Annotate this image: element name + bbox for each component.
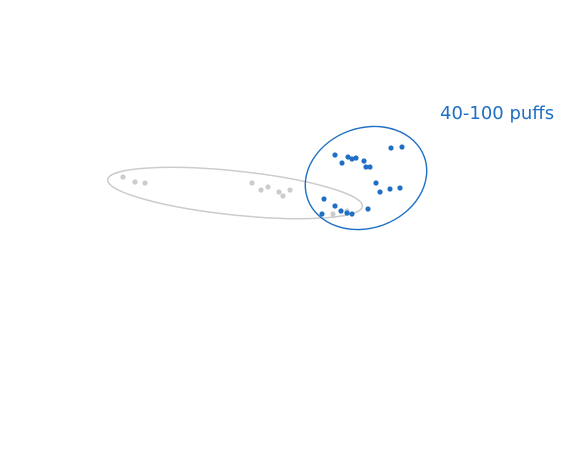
series-1-point-1 <box>120 174 126 180</box>
cluster-outlines <box>106 125 428 231</box>
series-2-point-5 <box>353 155 359 161</box>
series-1-point-3 <box>142 180 148 186</box>
cluster-annotation-label: 40-100 puffs <box>440 103 554 124</box>
cluster-outline-2 <box>304 125 428 231</box>
series-2-point-21 <box>365 206 371 212</box>
series-2-point-15 <box>321 196 327 202</box>
series-2-point-16 <box>332 203 338 209</box>
series-2-point-7 <box>363 164 369 170</box>
series-1-point-9 <box>287 187 293 193</box>
series-1-point-2 <box>132 179 138 185</box>
series-2-point-4 <box>349 156 355 162</box>
scatter-points <box>120 144 405 217</box>
series-2-point-9 <box>388 145 394 151</box>
series-2-point-20 <box>319 211 325 217</box>
series-1-point-4 <box>249 180 255 186</box>
series-2-point-18 <box>344 210 350 216</box>
series-2-point-19 <box>349 211 355 217</box>
series-2-point-3 <box>345 154 351 160</box>
series-2-point-2 <box>339 160 345 166</box>
series-1-point-5 <box>258 187 264 193</box>
series-1-point-6 <box>265 184 271 190</box>
series-1-point-8 <box>280 193 286 199</box>
series-2-point-1 <box>332 152 338 158</box>
series-1-point-7 <box>276 189 282 195</box>
series-2-point-10 <box>399 144 405 150</box>
series-1-point-10 <box>330 211 336 217</box>
cluster-outline-1 <box>106 166 364 220</box>
series-2-point-11 <box>373 180 379 186</box>
series-2-point-6 <box>361 158 367 164</box>
series-2-point-17 <box>338 208 344 214</box>
series-2-point-13 <box>387 186 393 192</box>
series-2-point-14 <box>397 185 403 191</box>
series-2-point-12 <box>377 189 383 195</box>
series-2-point-8 <box>367 164 373 170</box>
